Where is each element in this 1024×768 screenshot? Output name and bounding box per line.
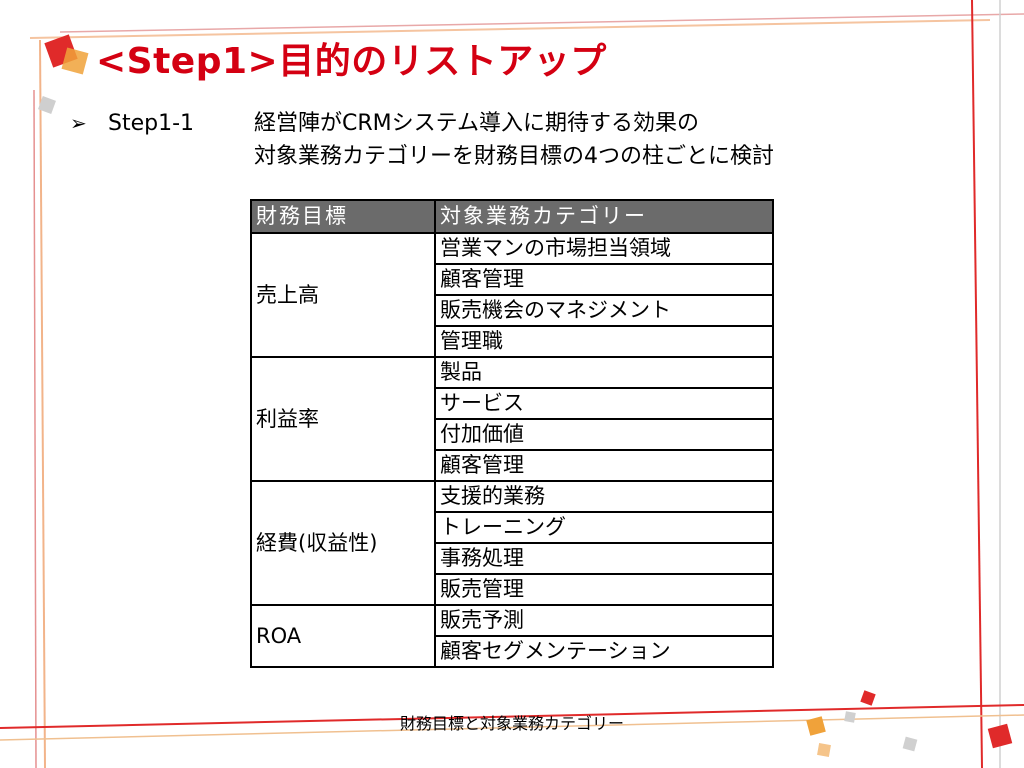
bullet-text-line1: 経営陣がCRMシステム導入に期待する効果の xyxy=(254,111,699,136)
finance-cell-expense: 経費(収益性) xyxy=(250,480,436,606)
category-cell: トレーニング xyxy=(434,511,774,544)
frame-line-right xyxy=(971,0,983,768)
bullet-step-label: Step1-1 xyxy=(108,111,195,136)
table-row: 顧客管理 xyxy=(251,263,774,296)
category-cell: 製品 xyxy=(434,356,774,389)
header-business-category: 対象業務カテゴリー xyxy=(434,199,774,234)
category-cell: 支援的業務 xyxy=(434,480,774,513)
bullet-text-line2: 対象業務カテゴリーを財務目標の4つの柱ごとに検討 xyxy=(254,144,774,169)
frame-line-left xyxy=(39,39,46,768)
table-row: 顧客管理 xyxy=(251,449,774,482)
category-cell: 管理職 xyxy=(434,325,774,358)
bullet-arrow-icon: ➢ xyxy=(70,111,87,135)
category-cell: 営業マンの市場担当領域 xyxy=(434,232,774,265)
category-cell: 顧客管理 xyxy=(434,449,774,482)
table-row: 顧客セグメンテーション xyxy=(251,635,774,668)
category-cell: 販売機会のマネジメント xyxy=(434,294,774,327)
table-row: 管理職 xyxy=(251,325,774,358)
table-row: 経費(収益性) 支援的業務 xyxy=(250,480,774,606)
table-row: トレーニング xyxy=(251,511,774,544)
bullet-item: ➢ Step1-1 経営陣がCRMシステム導入に期待する効果の xyxy=(70,106,699,141)
slide-title: <Step1>目的のリストアップ xyxy=(96,41,607,82)
finance-cell-roa: ROA xyxy=(250,604,436,668)
table-row: ROA 販売予測 xyxy=(250,604,774,668)
finance-cell-margin: 利益率 xyxy=(250,356,436,482)
deco-square-orange xyxy=(61,47,89,75)
table-row: サービス xyxy=(251,387,774,420)
frame-line-top-2 xyxy=(59,13,1024,33)
table-row: 販売管理 xyxy=(251,573,774,606)
header-finance-goal: 財務目標 xyxy=(250,199,436,234)
category-cell: 付加価値 xyxy=(434,418,774,451)
deco-square-br-4 xyxy=(817,743,831,757)
deco-square-br-5 xyxy=(902,736,918,752)
table-row: 付加価値 xyxy=(251,418,774,451)
frame-line-left-2 xyxy=(33,89,37,768)
deco-square-red xyxy=(44,34,78,68)
table-header-row: 財務目標 対象業務カテゴリー xyxy=(250,199,774,234)
category-cell: 販売管理 xyxy=(434,573,774,606)
category-cell: 事務処理 xyxy=(434,542,774,575)
table-row: 売上高 営業マンの市場担当領域 xyxy=(250,232,774,358)
finance-cell-sales: 売上高 xyxy=(250,232,436,358)
category-cell: サービス xyxy=(434,387,774,420)
deco-square-br-1 xyxy=(860,690,876,706)
table-caption: 財務目標と対象業務カテゴリー xyxy=(399,714,624,733)
finance-category-table: 財務目標 対象業務カテゴリー 売上高 営業マンの市場担当領域 顧客管理 販売機会… xyxy=(250,199,774,668)
table-row: 事務処理 xyxy=(251,542,774,575)
table-row: 販売機会のマネジメント xyxy=(251,294,774,327)
category-cell: 販売予測 xyxy=(434,604,774,637)
category-cell: 顧客管理 xyxy=(434,263,774,296)
deco-square-gray xyxy=(38,96,56,114)
table-row: 利益率 製品 xyxy=(250,356,774,482)
category-cell: 顧客セグメンテーション xyxy=(434,635,774,668)
